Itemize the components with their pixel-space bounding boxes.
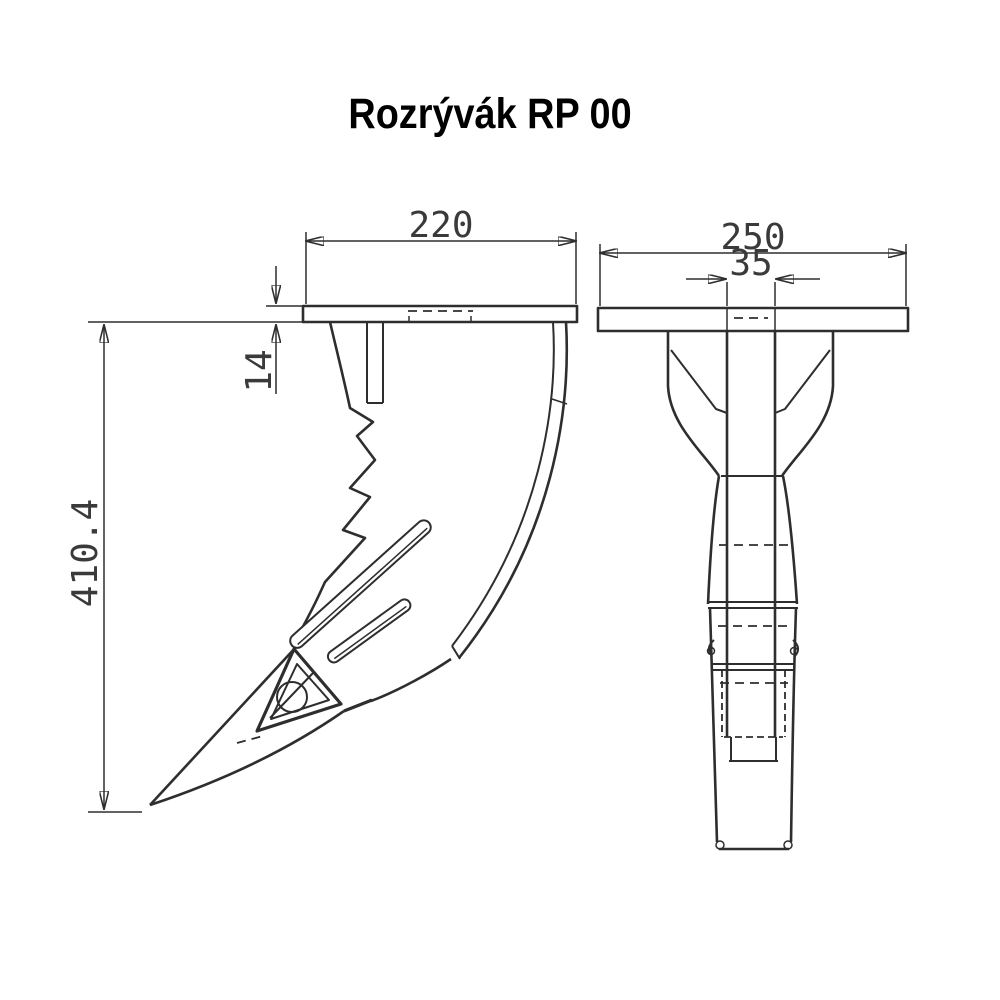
dim-shank-width: 35 (686, 243, 820, 306)
side-view: 220 14 410.4 (65, 205, 579, 813)
dim-front-width: 250 (600, 217, 906, 306)
dim-text-plate-thickness: 14 (239, 349, 280, 392)
gusset-right-inner (774, 349, 831, 414)
dim-text-shank-width: 35 (729, 243, 772, 284)
serrated-front-edge (297, 321, 377, 635)
bar-edge-line (297, 527, 428, 645)
page-title: Rozrývák RP 00 (348, 90, 632, 138)
tooth-bottom-edge (149, 709, 345, 807)
side-plate (301, 304, 579, 324)
front-view: 250 35 (596, 217, 910, 851)
pin-slash-line (269, 672, 314, 719)
strip-end-cap (451, 645, 461, 660)
tooth-heel-edge (343, 698, 373, 713)
short-wear-bar (326, 598, 412, 664)
back-edge-lower (370, 657, 452, 703)
tooth-front-right-edge (789, 607, 798, 843)
corner-radius-right (783, 840, 793, 850)
gusset-right-outer (780, 331, 835, 477)
retaining-pin-hole (276, 681, 308, 713)
gusset-left-outer (666, 331, 721, 477)
dim-plate-thickness: 14 (239, 266, 302, 394)
plate-outline (301, 304, 579, 324)
dim-side-width: 220 (306, 205, 576, 304)
plate-outline (596, 306, 910, 333)
dim-text-side-width: 220 (408, 205, 473, 246)
back-strip-outer (457, 321, 569, 659)
strip-joggle-tick (551, 398, 568, 405)
adapter-wedge-outline (255, 647, 343, 733)
gusset-left-inner (670, 349, 728, 414)
bracket-tab (366, 322, 384, 404)
dim-text-front-width: 250 (720, 217, 785, 258)
insert-outline (729, 737, 778, 762)
bar-outline (326, 598, 412, 664)
tooth-top-edge (149, 646, 297, 806)
front-plate (596, 306, 910, 333)
bar-edge-line (333, 605, 407, 660)
long-wear-bar (289, 519, 432, 649)
tooth-front-left-edge (708, 607, 719, 843)
back-strip-inner (451, 321, 555, 647)
dim-text-overall-height: 410.4 (65, 499, 106, 607)
corner-radius-left (715, 840, 725, 850)
body-right-edge (781, 475, 799, 605)
body-left-edge (706, 475, 721, 605)
dim-overall-height: 410.4 (65, 321, 302, 813)
bar-outline (289, 519, 432, 649)
hidden-edge-dash (236, 735, 264, 744)
